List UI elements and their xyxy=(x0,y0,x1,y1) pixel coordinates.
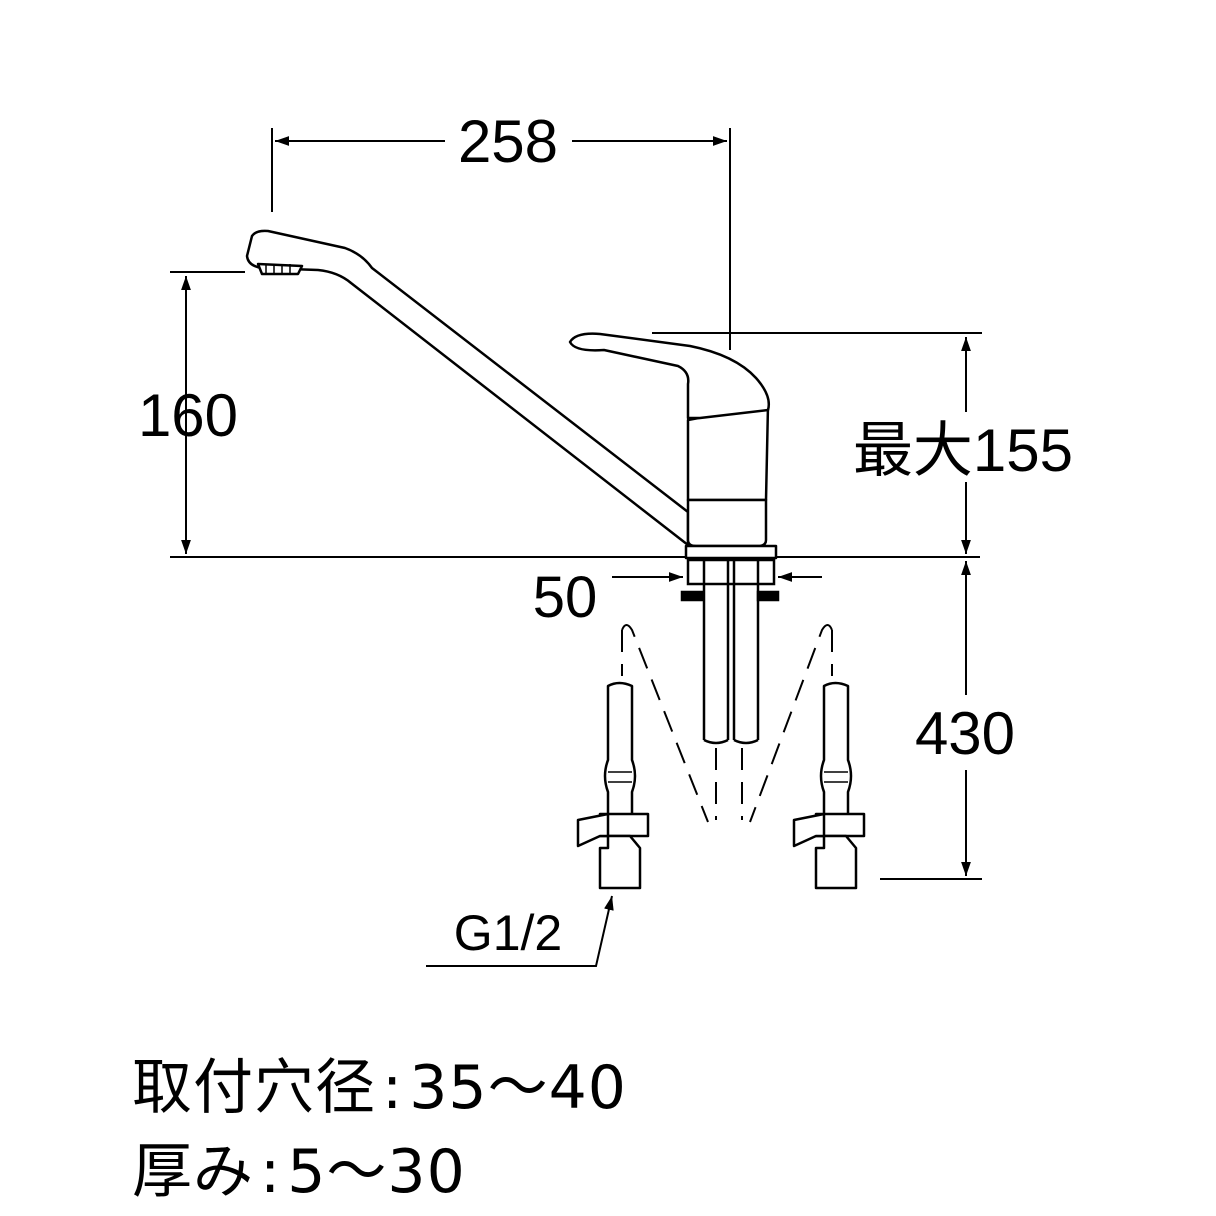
hoses xyxy=(680,558,780,745)
supply-hoses xyxy=(576,681,866,890)
dim-hose-length-label: 430 xyxy=(915,700,1015,767)
note-thickness-value: 5〜30 xyxy=(287,1137,466,1207)
dim-thread-label: G1/2 xyxy=(454,905,562,961)
left-valve xyxy=(576,812,642,890)
dim-width-label: 258 xyxy=(458,108,558,175)
spout xyxy=(245,229,690,547)
note-thickness-label: 厚み xyxy=(132,1137,254,1207)
dim-max-height-label: 最大155 xyxy=(853,417,1073,484)
note-thickness: 厚み:5〜30 xyxy=(132,1137,466,1207)
hose-dashed xyxy=(621,624,833,823)
base-plate xyxy=(684,544,778,560)
right-valve xyxy=(792,812,858,890)
note-hole-diameter: 取付穴径:35〜40 xyxy=(132,1053,627,1123)
right-hose xyxy=(819,681,853,817)
left-hose xyxy=(603,681,637,817)
faucet xyxy=(245,229,778,560)
body-lower xyxy=(686,498,768,548)
note-hole-diameter-value: 35〜40 xyxy=(409,1053,627,1123)
dimension-lines xyxy=(170,128,982,967)
dim-spout-height-label: 160 xyxy=(138,382,238,449)
lever xyxy=(568,332,770,420)
leader-g12 xyxy=(426,895,614,967)
aerator xyxy=(256,262,304,276)
dim-shank-label: 50 xyxy=(533,565,598,630)
note-hole-diameter-label: 取付穴径 xyxy=(132,1053,376,1123)
